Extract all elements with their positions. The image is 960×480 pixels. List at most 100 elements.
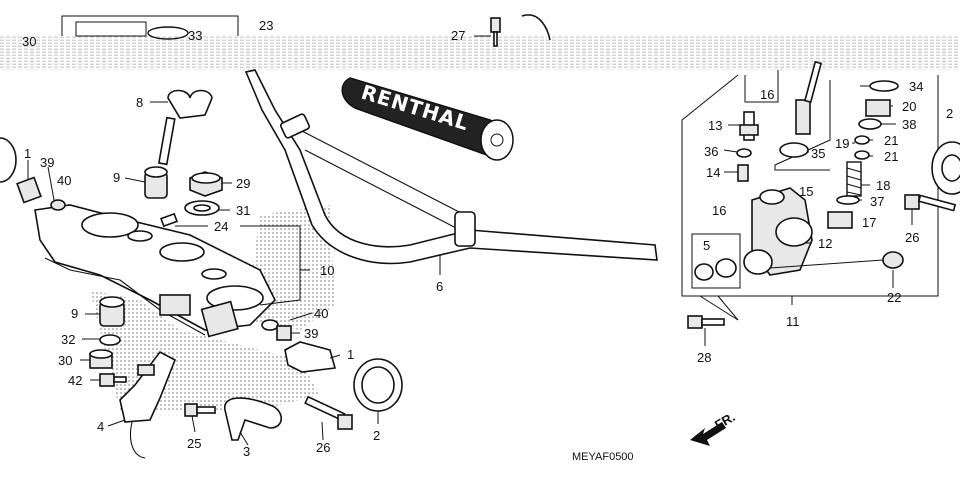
callout-40-mid: 40 [314,306,328,321]
clip-21-a [854,135,870,145]
bolt-25 [184,403,216,417]
washer-31-hole [193,204,211,212]
callout-39-left: 39 [40,155,54,170]
bracket-4 [119,350,177,459]
callout-42: 42 [68,373,82,388]
callout-23: 23 [259,18,273,33]
callout-29: 29 [236,176,250,191]
callout-4: 4 [97,419,104,434]
cap-20 [865,99,891,117]
callout-11: 11 [786,314,800,329]
bolt-26-right [904,194,957,212]
sub-box-16-top [744,70,779,103]
clip-21-b [854,150,870,160]
callout-36: 36 [704,144,718,159]
callout-16-top: 16 [760,87,774,102]
scan-noise-band [0,36,960,70]
nipple-14 [737,164,749,182]
callout-14: 14 [706,165,720,180]
bolt-39-left [16,176,66,211]
inset-part-ring [147,26,189,40]
callout-16-box: 16 [712,203,726,218]
o-ring-35 [779,142,809,158]
callout-30-partial: 30 [22,34,36,49]
bracket-1-lower [284,341,337,373]
end-cap-2-left [0,137,17,183]
nut-9-lower [99,296,125,327]
callout-5: 5 [703,238,710,253]
top-bridge-hole-center [159,242,205,262]
sub-box-15 [774,80,831,171]
handlebar-clamp-mark-left [280,113,310,139]
callout-32: 32 [61,332,75,347]
callout-9-top: 9 [113,170,120,185]
callout-24: 24 [214,219,228,234]
assembly-bracket-11 [681,74,939,297]
washer-36 [736,148,752,158]
nut-22 [882,251,904,269]
callout-labels: 30 33 23 27 8 9 29 31 24 10 1 39 40 6 40… [22,18,953,459]
callout-1-lower: 1 [347,347,354,362]
holder-3 [224,397,283,441]
callout-18: 18 [876,178,890,193]
callout-17: 17 [862,215,876,230]
callout-2-right: 2 [946,106,953,121]
spring-18 [846,161,862,197]
seal-34 [869,80,899,92]
callout-8: 8 [136,95,143,110]
callout-19: 19 [835,136,849,151]
callout-21-b: 21 [884,149,898,164]
throttle-housing-12 [743,187,813,276]
bar-pad-end-hole [490,133,504,147]
callout-37: 37 [870,194,884,209]
bolt-26-lower [304,395,353,430]
washer-32 [99,334,121,346]
inset-part-bar [75,21,147,37]
top-bridge-hole-left [81,212,139,238]
handlebar-end-top [521,14,551,41]
callout-38: 38 [902,117,916,132]
callout-20: 20 [902,99,916,114]
nut-9-top [144,166,168,199]
bolt-27 [490,17,501,47]
collar-17 [827,211,853,229]
callout-10: 10 [320,263,334,278]
callout-12: 12 [818,236,832,251]
callout-35: 35 [811,146,825,161]
callout-3: 3 [243,444,250,459]
handlebar-center-clamp [454,211,476,247]
callout-26-lower: 26 [316,440,330,455]
top-bridge-clamp-left [159,294,191,316]
top-bridge-hole-9 [127,230,153,242]
callout-9-lower: 9 [71,306,78,321]
callout-6: 6 [436,279,443,294]
callout-27: 27 [451,28,465,43]
top-bridge-hole-small [201,268,227,280]
bar-pad-end-cap [480,119,514,161]
adjuster-13 [739,111,759,141]
sub-box-16 [691,233,741,289]
end-cap-2-right [931,141,960,195]
drawing-code: MEYAF0500 [572,451,634,463]
plate-24 [160,212,178,228]
leader-lines [27,35,913,446]
bolt-28 [687,315,725,329]
end-cap-2-lower [353,358,403,412]
ring-38 [858,118,882,130]
cable-16-top [795,60,823,135]
callout-31: 31 [236,203,250,218]
ring-5-b [715,258,737,278]
callout-15: 15 [799,184,813,199]
nut-39-mid [276,325,292,341]
nut-29 [189,171,223,197]
bolt-42 [99,373,127,387]
top-bridge [34,204,276,338]
inset-box-top-left [61,15,239,36]
callout-40-left: 40 [57,173,71,188]
callout-21-a: 21 [884,133,898,148]
callout-39-mid: 39 [304,326,318,341]
callout-2-lower: 2 [373,428,380,443]
handlebar [244,69,658,265]
washer-40-mid [261,319,279,331]
